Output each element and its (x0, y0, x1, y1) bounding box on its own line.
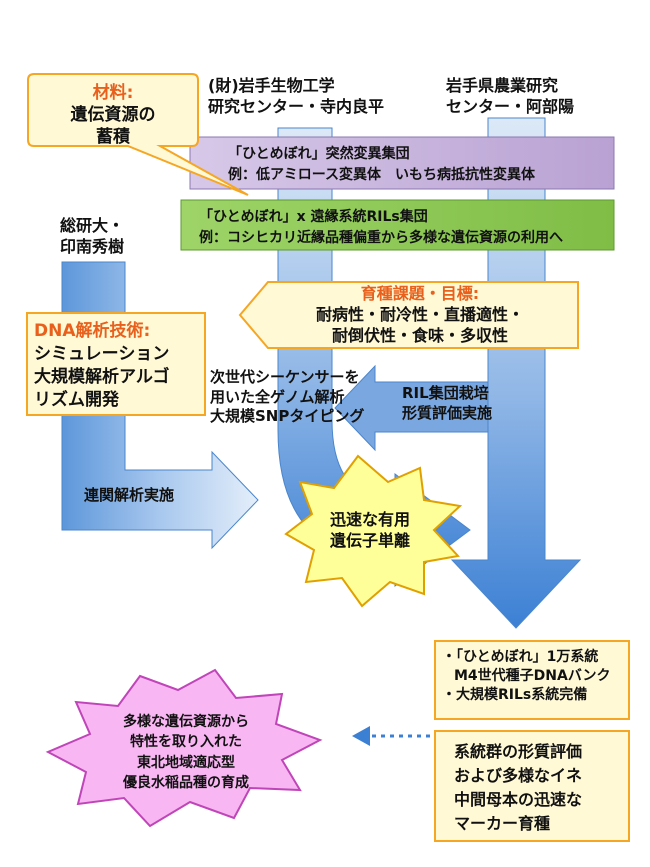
ril-cultivation-text: RIL集団栽培 形質評価実施 (402, 384, 493, 422)
breeding-title: 育種課題・目標: (360, 284, 480, 303)
ngs-text: 次世代シーケンサーを 用いた全ゲノム解析 大規模SNPタイピング (210, 368, 365, 425)
resources-box: ・「ひとめぼれ」1万系統 M4世代種子DNAバンク ・大規模RILs系統完備 (434, 640, 630, 720)
iwate-agri-label: 岩手県農業研究 センター・阿部陽 (446, 76, 575, 116)
material-text: 材料: 遺伝資源の 蓄積 (28, 82, 198, 148)
rapid-isolation-text: 迅速な有用 遺伝子単離 (329, 510, 410, 550)
goal-text: 多様な遺伝資源から 特性を取り入れた 東北地域適応型 優良水稲品種の育成 (123, 714, 249, 791)
band-ril-shape (180, 199, 615, 251)
material-callout-shape (27, 73, 249, 196)
return-arrow (334, 364, 501, 452)
rapid-star-shape (284, 454, 463, 608)
iwate-bio-label: (財)岩手生物工学 研究センター・寺内良平 (208, 76, 385, 116)
dna-analysis-box: DNA解析技術: シミュレーション 大規模解析アルゴ リズム開発 (26, 312, 206, 416)
iwate-agri-arrow (450, 117, 582, 629)
soken-label: 総研大・ 印南秀樹 (60, 216, 125, 256)
goal-star-shape (45, 668, 323, 828)
band-mutant: 「ひとめぼれ」突然変異集団 例：低アミロース変異体 いもち病抵抗性変異体 (228, 146, 536, 183)
material-title: 材料: (92, 83, 134, 103)
band-ril: 「ひとめぼれ」x 遠縁系統RILs集団 例：コシヒカリ近縁品種偏重から多様な遺伝… (199, 209, 563, 246)
association-text: 連関解析実施 (84, 486, 175, 504)
dna-title: DNA解析技術: (34, 321, 151, 341)
band-mutant-shape (189, 136, 615, 190)
breeding-goal-shape (238, 281, 579, 349)
evaluation-box: 系統群の形質評価 および多様なイネ 中間母本の迅速な マーカー育種 (434, 730, 630, 842)
dotted-arrow-head (352, 726, 370, 746)
breeding-goal-text: 育種課題・目標: 耐病性・耐冷性・直播適性・ 耐倒伏性・食味・多収性 (262, 284, 578, 346)
